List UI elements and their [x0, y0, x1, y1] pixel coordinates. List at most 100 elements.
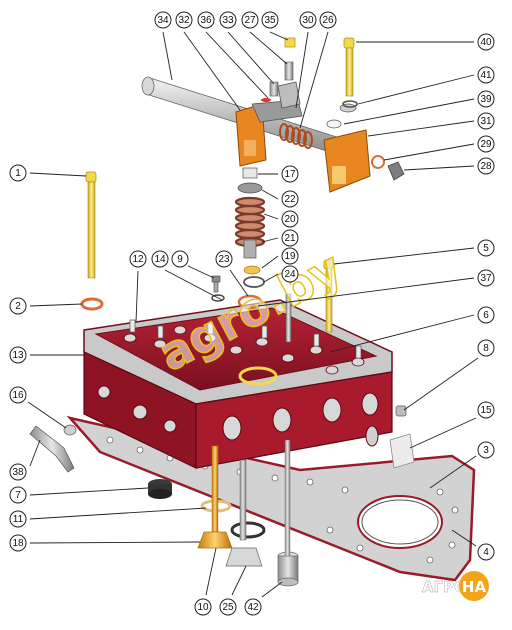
callout-label-3: 3 — [483, 445, 489, 456]
callout-circle-12 — [129, 250, 147, 268]
callout-circle-17 — [281, 165, 299, 183]
leader-line-33 — [227, 31, 275, 85]
callout-14: 14 — [151, 250, 169, 268]
callout-label-28: 28 — [480, 161, 492, 172]
washer-41 — [342, 100, 358, 108]
callout-label-6: 6 — [483, 310, 489, 321]
leader-line-5 — [333, 247, 475, 265]
leader-line-28 — [403, 165, 475, 171]
leader-line-9 — [187, 265, 215, 279]
callout-label-9: 9 — [177, 254, 183, 265]
callout-27: 27 — [241, 11, 259, 29]
callout-circle-40 — [477, 33, 495, 51]
washer-2 — [80, 297, 104, 311]
callout-label-12: 12 — [132, 254, 144, 265]
callout-circle-4 — [477, 543, 495, 561]
callout-19: 19 — [281, 247, 299, 265]
callout-34: 34 — [154, 11, 172, 29]
callout-label-10: 10 — [197, 602, 209, 613]
callout-circle-18 — [9, 534, 27, 552]
valve-guide-42 — [277, 439, 299, 587]
callout-25: 25 — [219, 598, 237, 616]
callout-28: 28 — [477, 157, 495, 175]
leader-line-23 — [229, 269, 249, 297]
callout-circle-41 — [477, 66, 495, 84]
leader-line-21 — [261, 237, 279, 243]
head-bolt-top-right — [343, 37, 355, 97]
callout-circle-14 — [151, 250, 169, 268]
leader-lines — [27, 31, 479, 598]
injector-38 — [29, 425, 75, 473]
leader-line-34 — [162, 31, 173, 81]
callout-30: 30 — [299, 11, 317, 29]
valve-18 — [197, 445, 233, 549]
callout-label-8: 8 — [483, 343, 489, 354]
rocker-arm — [251, 81, 303, 123]
callout-circle-27 — [241, 11, 259, 29]
callout-label-31: 31 — [480, 116, 492, 127]
callout-circle-24 — [281, 265, 299, 283]
callout-circle-3 — [477, 441, 495, 459]
leader-line-14 — [164, 269, 223, 301]
callout-40: 40 — [477, 33, 495, 51]
head-bolt-mid-right — [323, 259, 334, 333]
callout-32: 32 — [175, 11, 193, 29]
shaft-plug — [371, 155, 405, 181]
leader-line-22 — [261, 189, 279, 200]
callout-label-29: 29 — [480, 139, 492, 150]
callout-circle-28 — [477, 157, 495, 175]
callout-circle-26 — [319, 11, 337, 29]
callout-circle-36 — [197, 11, 215, 29]
callout-31: 31 — [477, 112, 495, 130]
leader-line-30 — [295, 31, 309, 109]
callout-label-42: 42 — [247, 602, 259, 613]
leader-line-24 — [263, 273, 279, 283]
callout-7: 7 — [9, 486, 27, 504]
callout-circle-33 — [219, 11, 237, 29]
leader-line-12 — [135, 270, 139, 323]
callout-circle-37 — [477, 269, 495, 287]
callout-label-5: 5 — [483, 243, 489, 254]
callout-4: 4 — [477, 543, 495, 561]
callout-label-19: 19 — [284, 251, 296, 262]
callout-37: 37 — [477, 269, 495, 287]
callout-6: 6 — [477, 306, 495, 324]
callout-38: 38 — [9, 463, 27, 481]
callout-circle-29 — [477, 135, 495, 153]
callout-circle-20 — [281, 210, 299, 228]
rocker-small-parts — [261, 37, 357, 129]
callout-1: 1 — [9, 164, 27, 182]
callout-label-25: 25 — [222, 602, 234, 613]
pushrod-stud — [285, 293, 292, 343]
leader-line-32 — [183, 31, 241, 111]
callout-20: 20 — [281, 210, 299, 228]
leader-line-35 — [269, 31, 289, 41]
callout-label-24: 24 — [284, 269, 296, 280]
leader-line-15 — [409, 417, 477, 449]
leader-line-27 — [249, 31, 288, 65]
leader-line-16 — [27, 401, 67, 429]
callout-circle-30 — [299, 11, 317, 29]
callout-circle-31 — [477, 112, 495, 130]
svg-text:АГРО: АГРО — [422, 578, 467, 596]
leader-line-37 — [257, 277, 475, 307]
head-gasket — [66, 415, 476, 582]
callout-label-32: 32 — [178, 15, 190, 26]
callout-circle-6 — [477, 306, 495, 324]
callout-29: 29 — [477, 135, 495, 153]
leader-line-11 — [29, 507, 207, 520]
callout-21: 21 — [281, 229, 299, 247]
callout-label-18: 18 — [12, 538, 24, 549]
cap-7 — [148, 479, 172, 499]
callout-33: 33 — [219, 11, 237, 29]
callout-label-26: 26 — [322, 15, 334, 26]
callout-circle-35 — [261, 11, 279, 29]
callout-label-13: 13 — [12, 350, 24, 361]
leader-line-36 — [205, 31, 269, 99]
plug-16 — [63, 424, 77, 436]
callout-36: 36 — [197, 11, 215, 29]
rocker-bracket-right — [323, 129, 371, 193]
callout-label-34: 34 — [157, 15, 169, 26]
